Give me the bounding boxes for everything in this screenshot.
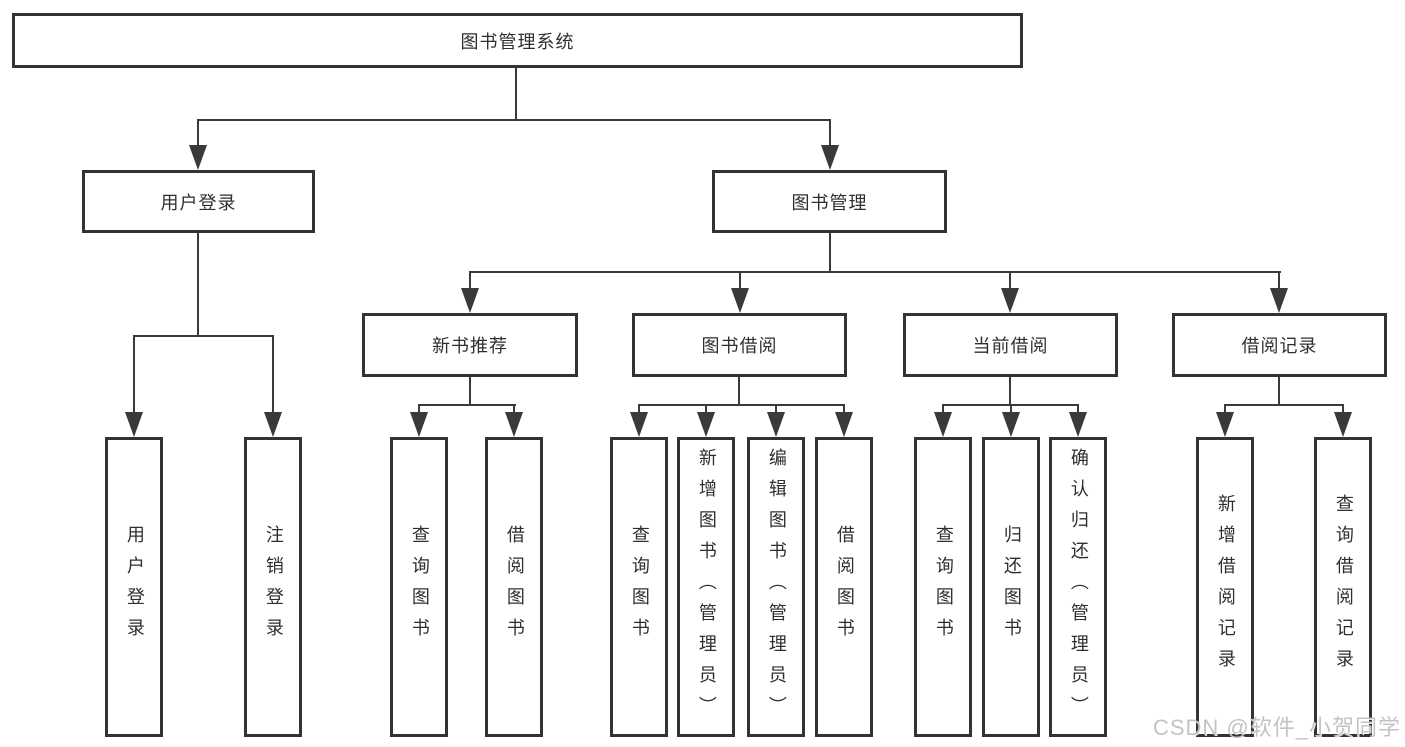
connector-drop	[942, 404, 944, 415]
node-new-book-rec-label: 新书推荐	[432, 336, 508, 356]
connector-drop	[843, 404, 845, 415]
arrow-down-icon	[1270, 288, 1288, 313]
node-br-query-record: 查询借阅记录	[1314, 437, 1372, 737]
node-book-mgmt-label: 图书管理	[791, 192, 868, 213]
arrow-down-icon	[1334, 412, 1352, 437]
node-rec-query-book: 查询图书	[390, 437, 448, 737]
connector-drop-cur-borrow	[1009, 271, 1011, 291]
connector-drop	[705, 404, 707, 415]
connector-drop-user-login	[197, 119, 199, 148]
arrow-down-icon	[505, 412, 523, 437]
connector-user-login-rail	[133, 335, 274, 337]
node-cur-borrow: 当前借阅	[903, 313, 1118, 377]
node-user-login: 用户登录	[82, 170, 315, 233]
arrow-down-icon	[767, 412, 785, 437]
node-borrow-rec-label: 借阅记录	[1241, 336, 1318, 356]
node-br-query-record-label: 查询借阅记录	[1333, 494, 1354, 680]
node-bb-add-book-label: 新增图书（管理员）	[696, 447, 717, 727]
arrow-down-icon	[410, 412, 428, 437]
csdn-watermark: CSDN @软件_小贺同学	[1152, 715, 1401, 740]
node-cb-confirm-return-label: 确认归还（管理员）	[1068, 447, 1089, 727]
node-borrow-rec: 借阅记录	[1172, 313, 1387, 377]
arrow-down-icon	[821, 145, 839, 170]
arrow-down-icon	[264, 412, 282, 437]
node-bb-add-book: 新增图书（管理员）	[677, 437, 735, 737]
node-bb-edit-book: 编辑图书（管理员）	[747, 437, 805, 737]
connector-root-stem	[515, 68, 517, 121]
node-library-system-label: 图书管理系统	[460, 31, 575, 52]
arrow-down-icon	[934, 412, 952, 437]
node-cb-query-book-label: 查询图书	[933, 525, 954, 649]
connector-drop	[513, 404, 515, 415]
node-bb-query-book-label: 查询图书	[629, 525, 650, 649]
arrow-down-icon	[1216, 412, 1234, 437]
connector-borrow-rec-stem	[1278, 377, 1280, 406]
connector-new-book-rec-rail	[418, 404, 516, 406]
node-new-book-rec: 新书推荐	[362, 313, 578, 377]
node-book-borrow-label: 图书借阅	[701, 336, 778, 356]
arrow-down-icon	[731, 288, 749, 313]
node-logout-leaf: 注销登录	[244, 437, 302, 737]
node-br-add-record: 新增借阅记录	[1196, 437, 1254, 737]
connector-drop-book-borrow	[739, 271, 741, 291]
node-br-add-record-label: 新增借阅记录	[1215, 494, 1236, 680]
connector-cur-borrow-stem	[1009, 377, 1011, 406]
node-user-login-leaf: 用户登录	[105, 437, 163, 737]
connector-drop	[775, 404, 777, 415]
connector-root-rail	[197, 119, 831, 121]
connector-drop-new-book-rec	[469, 271, 471, 291]
arrow-down-icon	[1069, 412, 1087, 437]
node-rec-borrow-book: 借阅图书	[485, 437, 543, 737]
connector-user-login-stem	[197, 233, 199, 337]
connector-book-borrow-stem	[738, 377, 740, 406]
node-cb-confirm-return: 确认归还（管理员）	[1049, 437, 1107, 737]
connector-drop-borrow-rec	[1278, 271, 1280, 291]
arrow-down-icon	[189, 145, 207, 170]
arrow-down-icon	[835, 412, 853, 437]
connector-drop-logout-leaf	[272, 335, 274, 415]
connector-drop	[418, 404, 420, 415]
node-rec-query-book-label: 查询图书	[409, 525, 430, 649]
connector-drop	[638, 404, 640, 415]
connector-borrow-rec-rail	[1224, 404, 1344, 406]
connector-new-book-rec-stem	[469, 377, 471, 406]
node-logout-leaf-label: 注销登录	[263, 525, 284, 649]
node-user-login-leaf-label: 用户登录	[124, 525, 145, 649]
node-rec-borrow-book-label: 借阅图书	[504, 525, 525, 649]
connector-book-mgmt-rail	[469, 271, 1281, 273]
arrow-down-icon	[1002, 412, 1020, 437]
node-bb-borrow-book-label: 借阅图书	[834, 525, 855, 649]
connector-drop	[1224, 404, 1226, 415]
node-book-borrow: 图书借阅	[632, 313, 847, 377]
arrow-down-icon	[1001, 288, 1019, 313]
node-book-mgmt: 图书管理	[712, 170, 947, 233]
arrow-down-icon	[630, 412, 648, 437]
connector-book-mgmt-stem	[829, 233, 831, 273]
connector-drop-book-mgmt	[829, 119, 831, 148]
arrow-down-icon	[461, 288, 479, 313]
connector-drop	[1077, 404, 1079, 415]
connector-drop	[1010, 404, 1012, 415]
connector-drop-user-login-leaf	[133, 335, 135, 415]
connector-book-borrow-rail	[638, 404, 845, 406]
node-library-system: 图书管理系统	[12, 13, 1023, 68]
node-user-login-label: 用户登录	[160, 192, 237, 213]
arrow-down-icon	[125, 412, 143, 437]
node-cb-return-book: 归还图书	[982, 437, 1040, 737]
node-bb-query-book: 查询图书	[610, 437, 668, 737]
node-bb-borrow-book: 借阅图书	[815, 437, 873, 737]
node-cb-return-book-label: 归还图书	[1001, 525, 1022, 649]
node-cur-borrow-label: 当前借阅	[972, 336, 1049, 356]
node-bb-edit-book-label: 编辑图书（管理员）	[766, 447, 787, 727]
arrow-down-icon	[697, 412, 715, 437]
node-cb-query-book: 查询图书	[914, 437, 972, 737]
connector-drop	[1342, 404, 1344, 415]
